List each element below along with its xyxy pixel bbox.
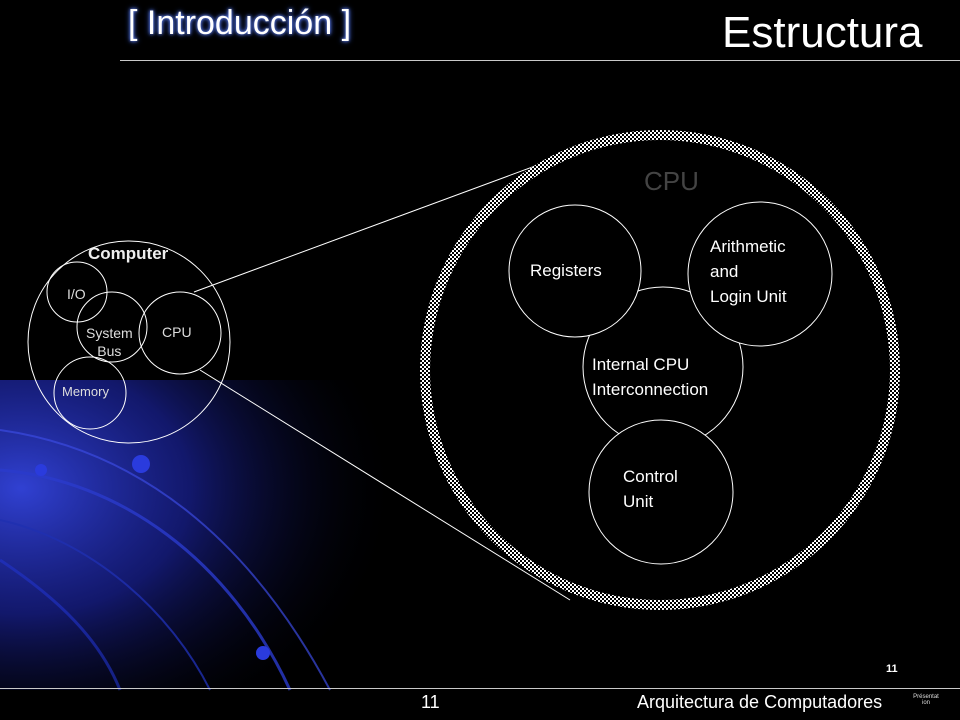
- page-number: 11: [421, 692, 440, 712]
- cpu-small-label: CPU: [162, 324, 192, 340]
- control-unit-circle: [588, 419, 734, 565]
- decoration-dot: [35, 464, 47, 476]
- decoration-dot: [132, 455, 150, 473]
- interconnection-label: Internal CPU Interconnection: [592, 355, 709, 399]
- presentation-tag: Présentat ion: [913, 694, 939, 706]
- registers-circle: [508, 204, 642, 338]
- cpu-diagram: [420, 130, 900, 610]
- slide-title: Estructura: [722, 8, 923, 57]
- alu-label: Arithmetic and Login Unit: [710, 237, 787, 306]
- cpu-small-circle: [138, 291, 222, 375]
- title-rule: [120, 60, 960, 61]
- decoration-dot: [256, 646, 270, 660]
- computer-circle: [27, 240, 231, 444]
- memory-circle: [53, 356, 127, 430]
- section-title: [ Introducción ]: [128, 4, 352, 42]
- computer-label: Computer: [88, 244, 169, 263]
- zoom-line-bottom: [199, 369, 571, 601]
- background-decoration: [0, 380, 420, 691]
- zoom-line-top: [193, 144, 593, 293]
- registers-label: Registers: [530, 261, 602, 280]
- system-bus-circle: [76, 291, 148, 363]
- control-unit-label: Control Unit: [623, 467, 678, 511]
- system-bus-label: System Bus: [86, 325, 133, 359]
- alu-circle: [687, 201, 833, 347]
- io-label: I/O: [67, 286, 86, 302]
- memory-label: Memory: [62, 384, 109, 399]
- cpu-big-label: CPU: [644, 166, 699, 196]
- footer-rule: [0, 688, 960, 689]
- computer-diagram: [27, 144, 593, 601]
- course-name: Arquitectura de Computadores: [637, 692, 883, 712]
- page-number-small: 11: [886, 663, 898, 675]
